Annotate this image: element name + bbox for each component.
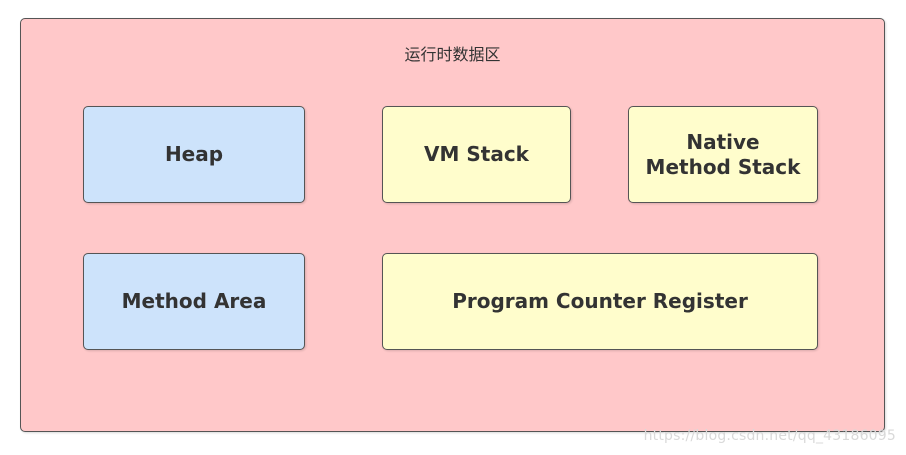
native-method-stack-label-line2: Method Stack xyxy=(645,154,801,179)
native-method-stack-box: Native Method Stack xyxy=(628,106,818,203)
method-area-box: Method Area xyxy=(83,253,305,350)
watermark: https://blog.csdn.net/qq_43186095 xyxy=(643,428,896,444)
vm-stack-label: VM Stack xyxy=(424,142,529,166)
method-area-label: Method Area xyxy=(121,289,267,313)
program-counter-register-box: Program Counter Register xyxy=(382,253,818,350)
runtime-data-area: 运行时数据区 xyxy=(20,18,885,432)
heap-box: Heap xyxy=(83,106,305,203)
program-counter-register-label: Program Counter Register xyxy=(452,289,748,313)
vm-stack-box: VM Stack xyxy=(382,106,571,203)
native-method-stack-label-line1: Native xyxy=(686,129,760,154)
heap-label: Heap xyxy=(164,142,224,166)
runtime-data-area-title: 运行时数据区 xyxy=(404,45,501,64)
